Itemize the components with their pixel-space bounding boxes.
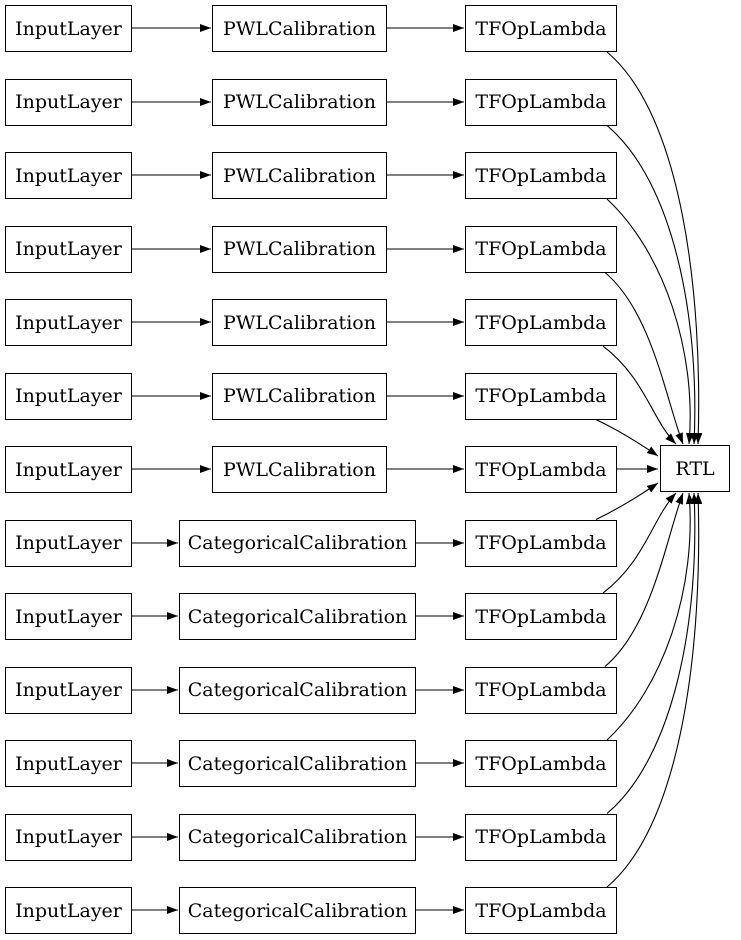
node-tfop-lambda-r5: TFOpLambda <box>465 299 617 346</box>
node-input-layer-r11: InputLayer <box>5 740 132 787</box>
edge-lambda-to-rtl-r6 <box>595 419 659 457</box>
edge-lambda-to-rtl-r9 <box>602 492 677 594</box>
node-input-layer-r1: InputLayer <box>5 5 132 52</box>
node-categorical-calibration-r10: CategoricalCalibration <box>179 666 416 714</box>
node-tfop-lambda-r9: TFOpLambda <box>465 593 617 640</box>
node-categorical-calibration-r11: CategoricalCalibration <box>179 740 416 787</box>
node-input-layer-r13: InputLayer <box>5 887 132 934</box>
node-pwl-calibration-r3: PWLCalibration <box>212 152 387 199</box>
node-tfop-lambda-r10: TFOpLambda <box>465 666 617 714</box>
edge-lambda-to-rtl-r8 <box>595 482 659 520</box>
node-input-layer-r4: InputLayer <box>5 225 132 273</box>
edge-lambda-to-rtl-r4 <box>604 272 684 445</box>
edge-lambda-to-rtl-r1 <box>606 51 703 445</box>
node-tfop-lambda-r12: TFOpLambda <box>465 813 617 861</box>
edge-lambda-to-rtl-r12 <box>606 492 699 814</box>
edge-lambda-to-rtl-r10 <box>604 492 684 667</box>
node-pwl-calibration-r4: PWLCalibration <box>212 225 387 273</box>
node-pwl-calibration-r6: PWLCalibration <box>212 372 387 420</box>
node-tfop-lambda-r1: TFOpLambda <box>465 5 617 52</box>
node-input-layer-r3: InputLayer <box>5 152 132 199</box>
node-rtl: RTL <box>660 445 730 492</box>
node-tfop-lambda-r3: TFOpLambda <box>465 152 617 199</box>
node-tfop-lambda-r7: TFOpLambda <box>465 446 617 493</box>
edge-lambda-to-rtl-r3 <box>606 198 694 445</box>
edge-lambda-to-rtl-r11 <box>606 492 694 741</box>
node-input-layer-r12: InputLayer <box>5 813 132 861</box>
edge-lambda-to-rtl-r2 <box>606 125 699 445</box>
node-pwl-calibration-r7: PWLCalibration <box>212 446 387 493</box>
node-input-layer-r6: InputLayer <box>5 372 132 420</box>
node-tfop-lambda-r11: TFOpLambda <box>465 740 617 787</box>
node-tfop-lambda-r6: TFOpLambda <box>465 372 617 420</box>
edge-lambda-to-rtl-r5 <box>602 345 677 445</box>
node-categorical-calibration-r12: CategoricalCalibration <box>179 813 416 861</box>
node-categorical-calibration-r8: CategoricalCalibration <box>179 519 416 567</box>
node-input-layer-r7: InputLayer <box>5 446 132 493</box>
node-pwl-calibration-r5: PWLCalibration <box>212 299 387 346</box>
edge-lambda-to-rtl-r13 <box>606 492 703 888</box>
node-input-layer-r9: InputLayer <box>5 593 132 640</box>
node-input-layer-r5: InputLayer <box>5 299 132 346</box>
node-categorical-calibration-r9: CategoricalCalibration <box>179 593 416 640</box>
node-pwl-calibration-r2: PWLCalibration <box>212 78 387 126</box>
node-input-layer-r10: InputLayer <box>5 666 132 714</box>
node-tfop-lambda-r8: TFOpLambda <box>465 519 617 567</box>
node-input-layer-r8: InputLayer <box>5 519 132 567</box>
node-tfop-lambda-r2: TFOpLambda <box>465 78 617 126</box>
node-categorical-calibration-r13: CategoricalCalibration <box>179 887 416 934</box>
node-tfop-lambda-r13: TFOpLambda <box>465 887 617 934</box>
node-input-layer-r2: InputLayer <box>5 78 132 126</box>
node-pwl-calibration-r1: PWLCalibration <box>212 5 387 52</box>
node-tfop-lambda-r4: TFOpLambda <box>465 225 617 273</box>
